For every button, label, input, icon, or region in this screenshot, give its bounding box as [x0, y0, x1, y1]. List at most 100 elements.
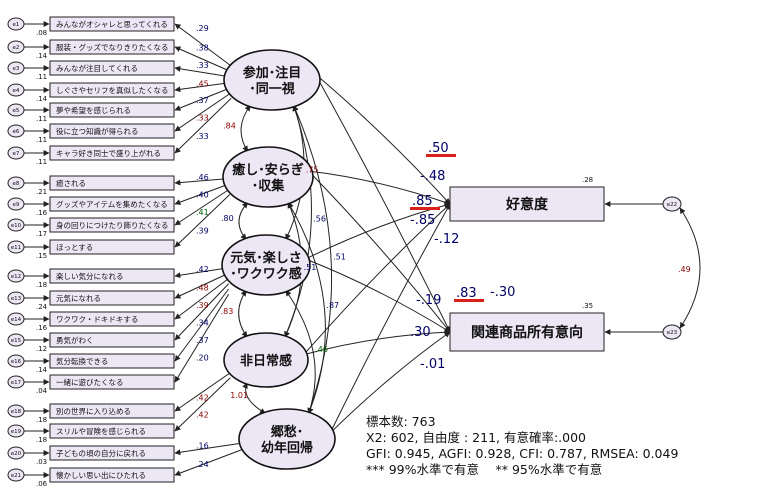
correlation-coefficient: .51	[333, 253, 346, 262]
loading-path	[174, 65, 232, 78]
path-coefficient: -.30	[490, 285, 515, 300]
loading-coefficient: .33	[196, 61, 209, 70]
indicator-label: 楽しい気分になれる	[56, 271, 124, 281]
latent-label: 元気･楽しさ	[230, 250, 302, 266]
error-label: e21	[11, 473, 21, 479]
squared-multiple-correlation: .18	[36, 416, 47, 424]
indicator-label: キャラ好き同士で盛り上がれる	[56, 148, 161, 158]
correlation-coefficient: .80	[221, 214, 234, 223]
indicator-label: 別の世界に入り込める	[56, 406, 131, 416]
squared-multiple-correlation: .11	[36, 136, 47, 144]
error-term-e12: e12	[7, 269, 25, 283]
error-label: e11	[11, 245, 21, 251]
error-term-e9: e9	[7, 197, 25, 211]
indicator-label: 身の回りにつけたり飾りたくなる	[56, 220, 169, 230]
latent-label: 非日常感	[240, 353, 292, 369]
latent-factor-l2: 癒し･安らぎ･収集	[222, 146, 314, 208]
error-label: e18	[11, 409, 22, 415]
indicator-label: ほっとする	[56, 243, 93, 252]
indicator-e2: 服装・グッズでなりきりたくなる	[49, 39, 175, 55]
squared-multiple-correlation: .11	[36, 158, 47, 166]
correlation-coefficient: .51	[304, 263, 317, 272]
indicator-label: 服装・グッズでなりきりたくなる	[56, 42, 169, 52]
latent-label: ･収集	[252, 178, 286, 194]
correlation-e22_e23	[679, 207, 701, 329]
loading-coefficient: .20	[196, 354, 209, 363]
latent-label: ･同一視	[249, 81, 295, 97]
indicator-e7: キャラ好き同士で盛り上がれる	[49, 145, 175, 161]
indicator-e16: 気分転換できる	[49, 353, 175, 369]
error-term-e19: e19	[7, 424, 25, 438]
error-label: e6	[13, 129, 20, 135]
loading-coefficient: .42	[196, 394, 209, 403]
loading-path	[174, 283, 229, 341]
indicator-e12: 楽しい気分になれる	[49, 268, 175, 284]
error-label: e14	[11, 317, 22, 323]
latent-label: 参加･注目	[243, 65, 302, 81]
error-term-e2: e2	[7, 40, 25, 54]
loading-path	[174, 194, 231, 248]
correlation-l3_l4	[238, 290, 248, 338]
squared-multiple-correlation: .03	[36, 458, 47, 466]
error-term-e20: e20	[7, 446, 25, 460]
error-label: e4	[13, 88, 20, 94]
squared-multiple-correlation: .14	[36, 366, 48, 374]
error-term-e5: e5	[7, 103, 25, 117]
latent-factor-l5: 郷愁･幼年回帰	[238, 408, 336, 470]
error-label: e12	[11, 274, 21, 280]
structural-path-l1_liking	[314, 73, 451, 205]
error-term-e16: e16	[7, 354, 25, 368]
latent-factor-l1: 参加･注目･同一視	[223, 49, 321, 111]
indicator-label: 夢や希望を感じられる	[56, 105, 131, 115]
latent-label: 幼年回帰	[261, 440, 313, 456]
error-term-e1: e1	[7, 17, 25, 31]
loading-coefficient: .16	[196, 442, 209, 451]
indicator-label: みんながオシャレと思ってくれる	[56, 19, 168, 29]
path-coefficient: -.01	[420, 357, 445, 372]
structural-path-l2_purchase	[308, 170, 451, 333]
loading-coefficient: .45	[196, 79, 209, 88]
path-coefficient: .83	[456, 286, 477, 301]
outcome-r-squared: .35	[582, 302, 593, 310]
correlation-l1_l5	[293, 104, 333, 415]
outcome-r-squared: .28	[582, 176, 593, 184]
loading-coefficient: .39	[196, 226, 209, 235]
error-label: e23	[667, 330, 678, 336]
correlation-coefficient: .46	[315, 345, 328, 354]
squared-multiple-correlation: .14	[36, 95, 48, 103]
squared-multiple-correlation: .12	[36, 345, 47, 353]
loading-path	[174, 82, 232, 93]
structural-path-l2_liking	[308, 170, 451, 206]
loading-coefficient: .37	[196, 96, 209, 105]
squared-multiple-correlation: .18	[36, 436, 47, 444]
error-label: e10	[11, 223, 22, 229]
indicator-label: みんなが注目してくれる	[56, 63, 138, 73]
squared-multiple-correlation: .24	[36, 303, 48, 311]
loading-coefficient: .34	[196, 319, 209, 328]
loading-coefficient: .24	[196, 460, 209, 469]
correlation-l2_l3	[238, 202, 249, 240]
latent-label: 癒し･安らぎ	[232, 162, 304, 178]
indicator-e5: 夢や希望を感じられる	[49, 102, 175, 118]
structural-path-l3_purchase	[305, 258, 451, 333]
error-term-e21: e21	[7, 468, 25, 482]
error-label: e16	[11, 359, 22, 365]
squared-multiple-correlation: .18	[36, 281, 47, 289]
squared-multiple-correlation: .16	[36, 209, 48, 217]
error-term-e10: e10	[7, 218, 25, 232]
squared-multiple-correlation: .17	[36, 230, 47, 238]
indicator-label: 勇気がわく	[56, 335, 94, 345]
squared-multiple-correlation: .04	[36, 387, 48, 395]
error-label: e1	[13, 22, 20, 28]
correlation-coefficient: .75	[306, 166, 319, 175]
indicator-e14: ワクワク・ドキドキする	[49, 311, 175, 327]
squared-multiple-correlation: .16	[36, 324, 48, 332]
correlation-coefficient: .84	[223, 122, 236, 131]
indicator-label: ワクワク・ドキドキする	[56, 315, 138, 324]
error-label: e19	[11, 429, 22, 435]
squared-multiple-correlation: .08	[36, 29, 47, 37]
error-label: e20	[11, 451, 22, 457]
structural-path-l5_purchase	[329, 331, 451, 434]
path-coefficient: -.19	[416, 293, 441, 308]
indicator-e19: スリルや冒険を感じられる	[49, 423, 175, 439]
